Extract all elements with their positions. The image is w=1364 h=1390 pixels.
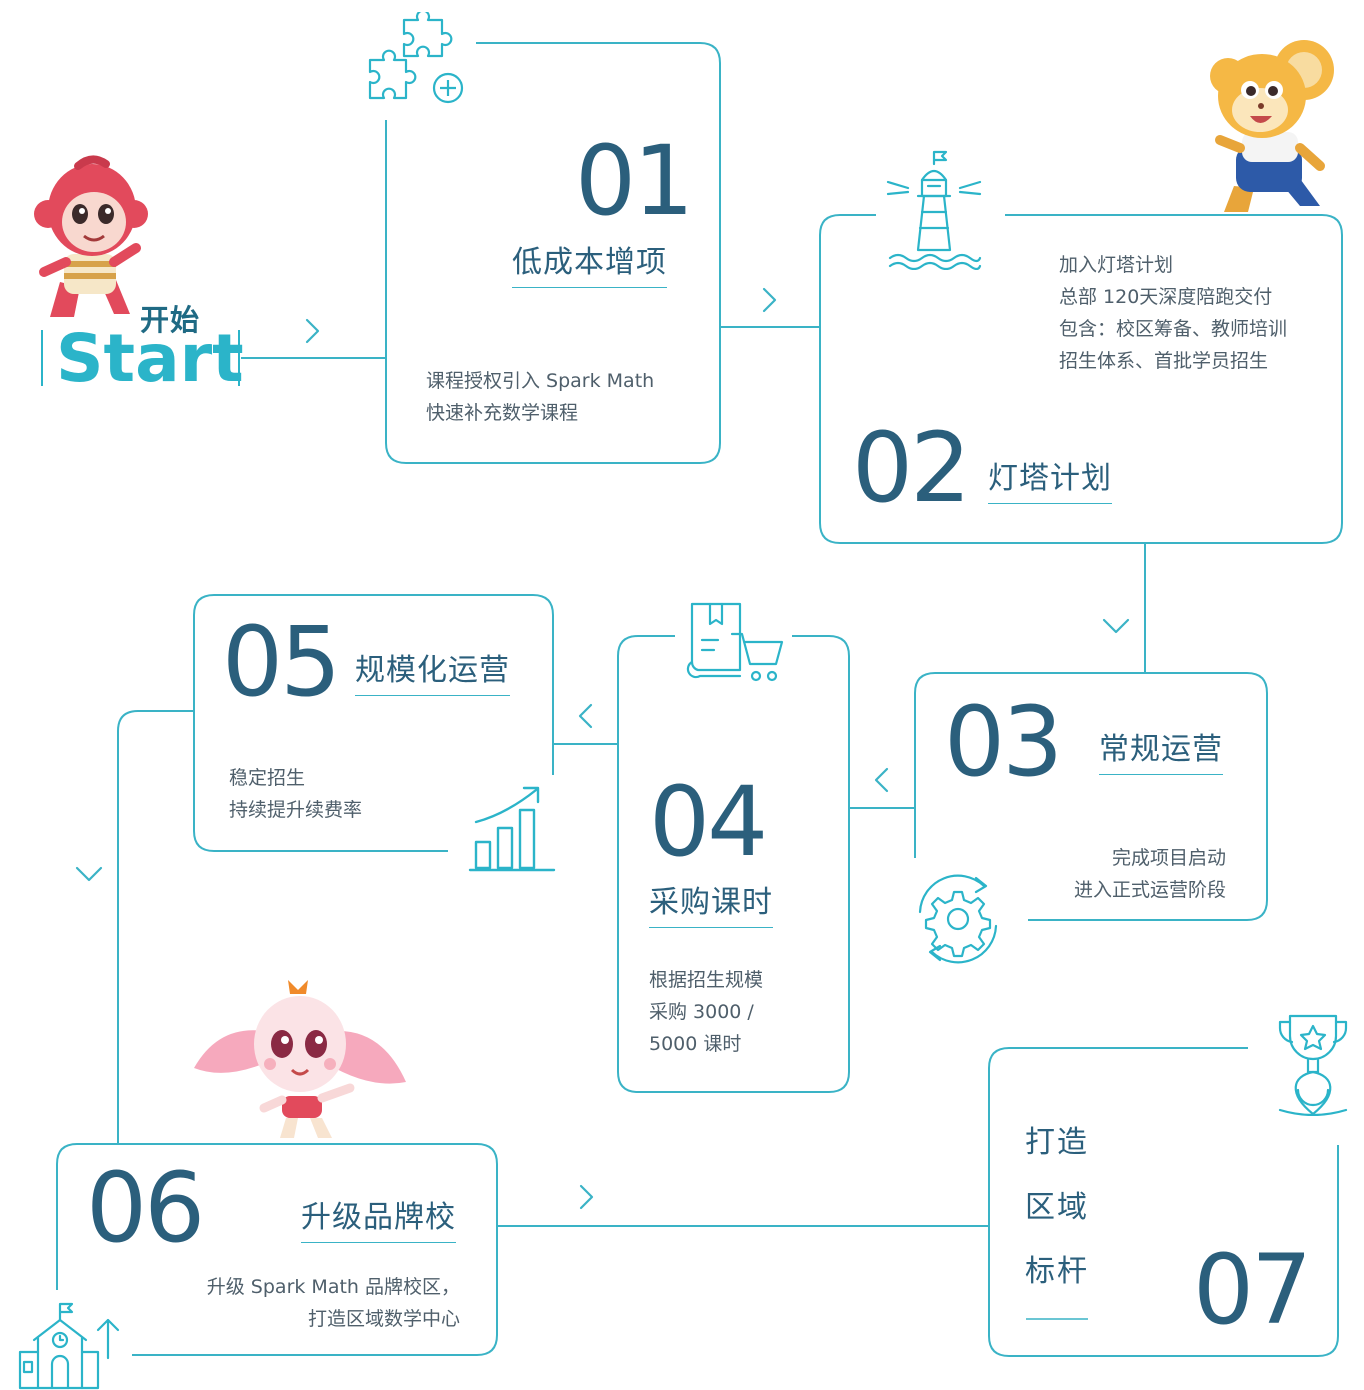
trophy-icon [1278,1014,1348,1116]
arrow-left-icon [874,767,889,793]
step-02-title: 灯塔计划 [988,464,1112,504]
step-07-title-line: 标杆 [1025,1254,1089,1289]
step-05-desc: 稳定招生持续提升续费率 [229,767,363,821]
step-05-number: 05 [222,606,341,718]
start-label: Start [56,320,244,397]
step-04-number: 04 [649,766,768,878]
arrow-down-icon [1102,618,1130,634]
step-02-desc: 加入灯塔计划总部 120天深度陪跑交付 包含：校区筹备、教师培训招生体系、首批学… [1059,254,1288,372]
puzzle-plus-icon [368,12,464,104]
arrow-right-icon [305,318,320,344]
school-icon [18,1302,120,1390]
arrow-right-icon [762,287,777,313]
start-label-cn: 开始 [140,303,201,337]
lighthouse-icon [886,150,982,270]
step-06-title: 升级品牌校 [301,1203,456,1243]
step-07-number: 07 [1193,1234,1312,1346]
step-03-number: 03 [944,686,1063,798]
step-04-desc: 根据招生规模采购 3000 /5000 课时 [649,969,764,1055]
step-01-number: 01 [575,125,694,237]
step-06-desc: 升级 Spark Math 品牌校区，打造区域数学中心 [206,1276,460,1330]
step-07-title-line: 区域 [1025,1190,1089,1225]
step-05-title: 规模化运营 [355,656,510,696]
growth-chart-icon [468,786,556,872]
book-cart-icon [686,602,784,682]
monkey-mascot [34,155,148,317]
arrow-left-icon [578,703,593,729]
step-06-number: 06 [86,1152,205,1264]
gear-cycle-icon [918,874,998,964]
arrow-down-icon [75,866,103,882]
step-02-number: 02 [852,412,971,524]
step-03-desc: 完成项目启动进入正式运营阶段 [1073,847,1226,901]
step-01-title: 低成本增项 [512,248,667,288]
arrow-right-icon [579,1184,594,1210]
mouse-mascot [1210,40,1334,212]
rabbit-mascot [194,980,406,1138]
step-03-title: 常规运营 [1099,735,1223,775]
step-07-title-line: 打造 [1025,1125,1089,1160]
step-04-title: 采购课时 [649,888,773,928]
